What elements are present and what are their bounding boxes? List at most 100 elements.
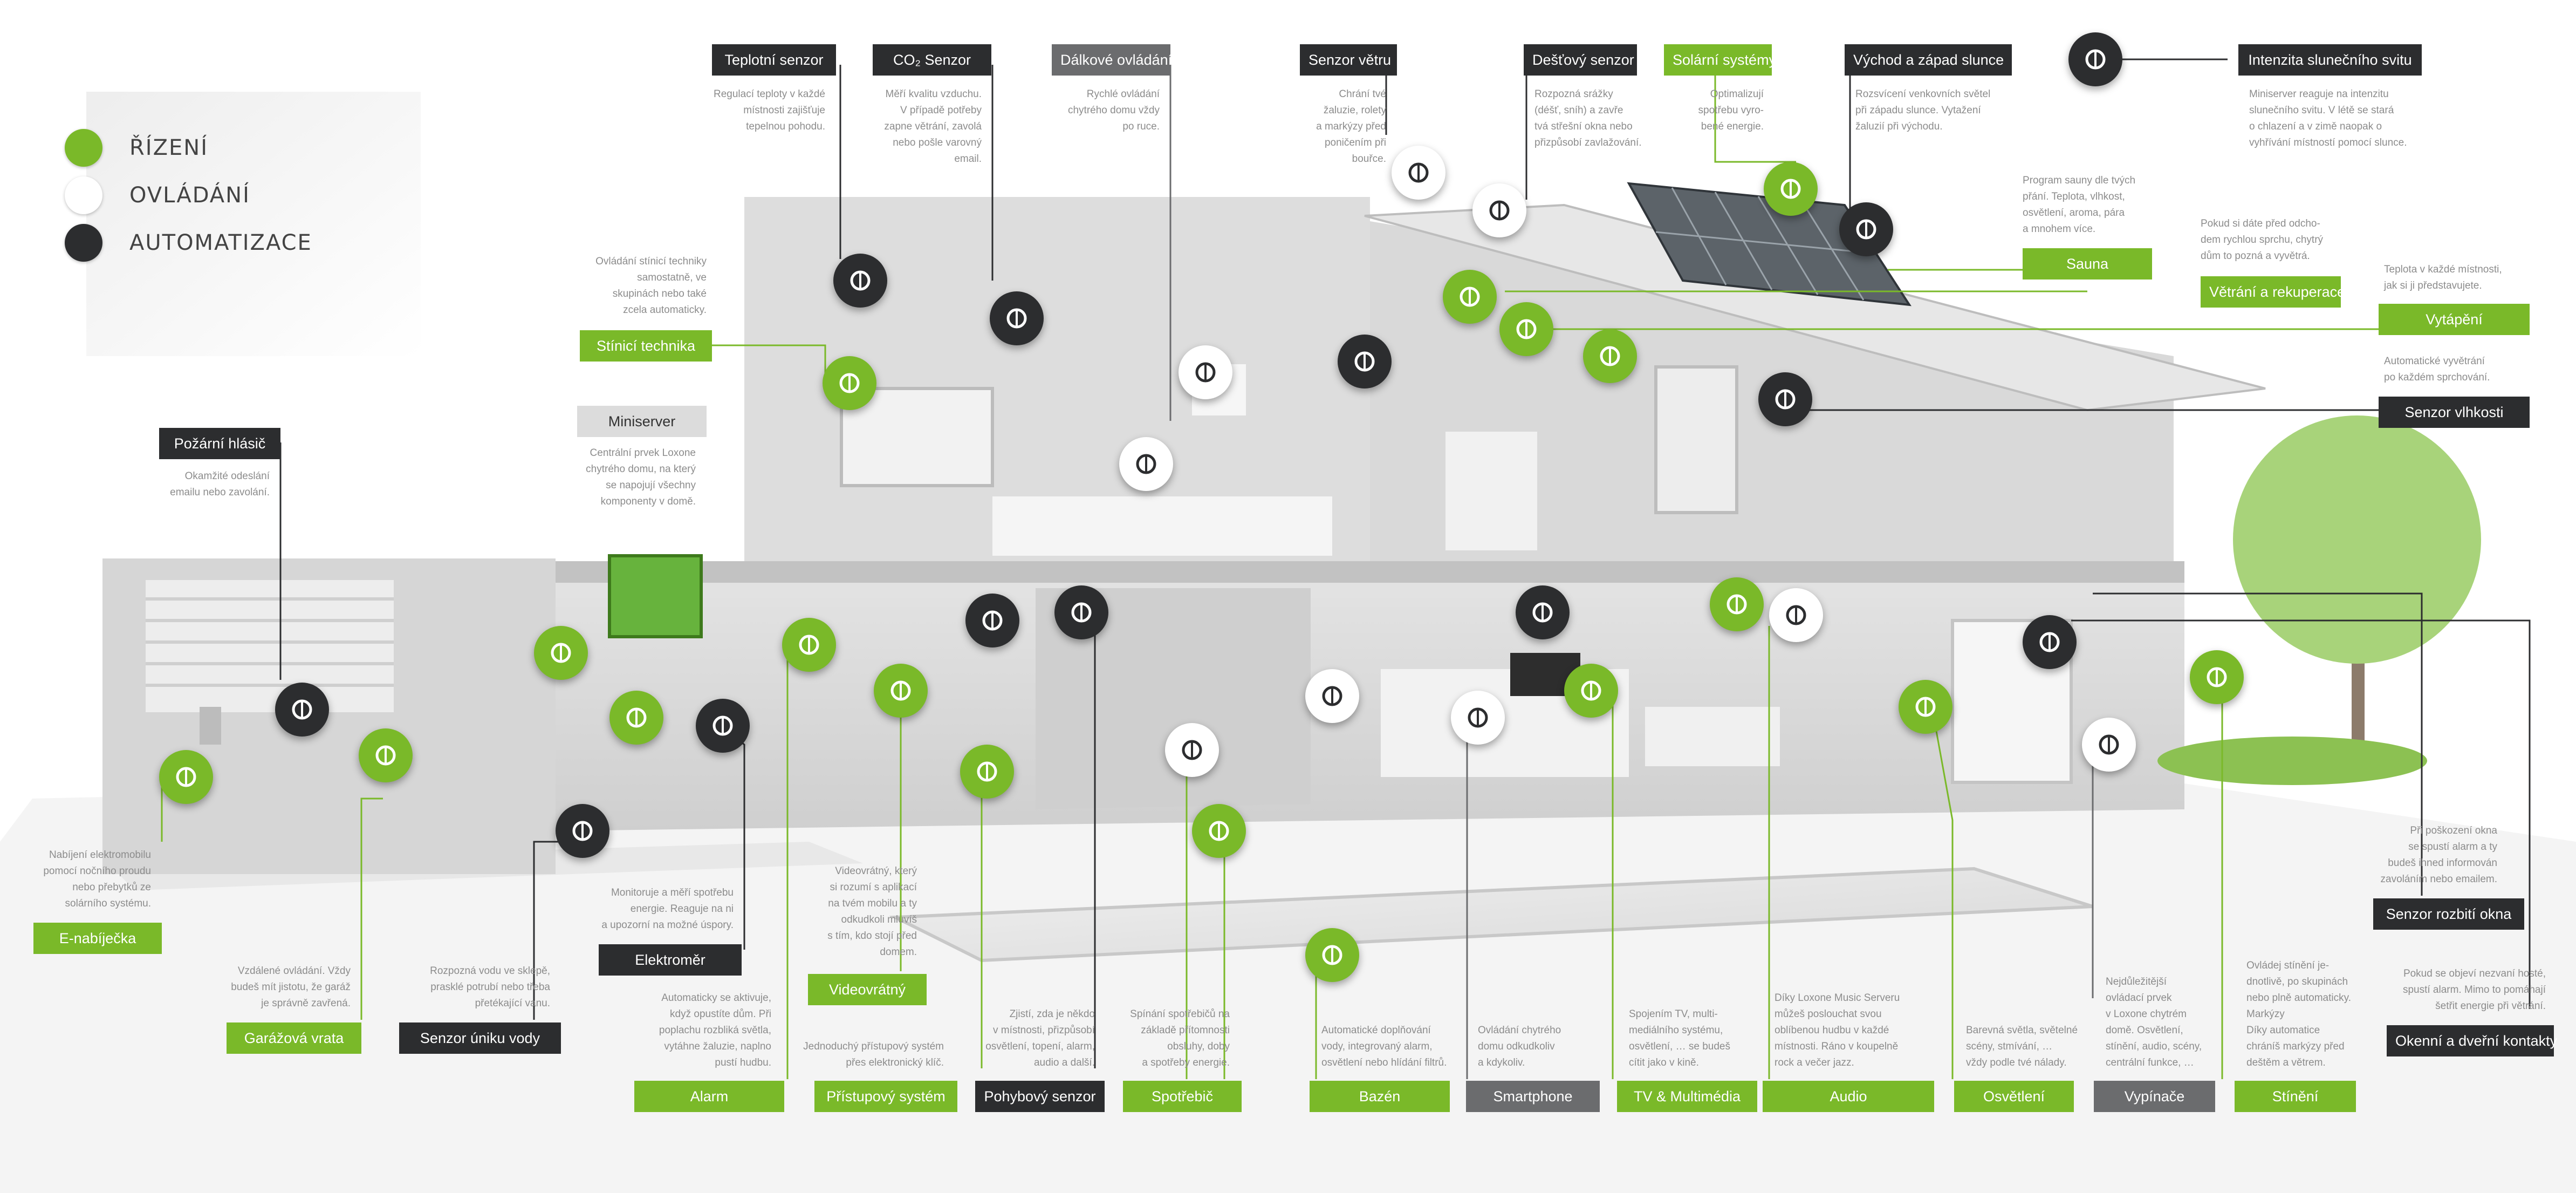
radiator-icon xyxy=(1583,329,1637,383)
label-spotrebic: Spotřebič xyxy=(1123,1081,1242,1112)
ventilation-icon xyxy=(1499,302,1553,356)
desc-osvetleni: Barevná světla, světelné scény, stmívání… xyxy=(1966,1025,2078,1068)
label-solarni-systemy: Solární systémy xyxy=(1664,44,1776,76)
label-vytapeni: Vytápění xyxy=(2379,304,2530,335)
label-teplotni-senzor: Teplotní senzor xyxy=(712,44,836,76)
desc-smartphone: Ovládání chytrého domu odkudkoliv a kdyk… xyxy=(1478,1025,1561,1068)
desc-spotrebic: Spínání spotřebičů na základě přítomnost… xyxy=(1130,1008,1230,1068)
fan-icon xyxy=(1179,345,1232,399)
ventilation-left-icon xyxy=(609,691,663,745)
label-sauna: Sauna xyxy=(2023,248,2152,279)
desc-senzor-rozbiti-okna: Při poškození okna se spustí alarm a ty … xyxy=(2380,825,2498,885)
humidity-icon xyxy=(1758,372,1812,426)
pool-icon xyxy=(1305,669,1359,723)
label-garazova-vrata: Garážová vrata xyxy=(227,1022,361,1054)
tree-crown xyxy=(2233,415,2481,664)
label-pohybovy-senzor: Pohybový senzor xyxy=(975,1081,1105,1112)
label-senzor-uniku-vody: Senzor úniku vody xyxy=(399,1022,561,1054)
label-stinici-technika: Stínicí technika xyxy=(580,330,712,362)
desc-dalkove-ovladani: Rychlé ovládání chytrého domu vždy po ru… xyxy=(1067,88,1160,132)
music-note-icon xyxy=(1769,588,1823,642)
shower xyxy=(1445,432,1537,550)
desc-garazova-vrata: Vzdálené ovládání. Vždy budeš mít jistot… xyxy=(231,965,351,1009)
phone-icon xyxy=(1451,691,1505,745)
label-destovy-senzor: Dešťový senzor xyxy=(1524,44,1637,76)
label-elektromer: Elektroměr xyxy=(599,944,742,976)
legend-dot-green xyxy=(65,129,102,167)
label-stineni: Stínění xyxy=(2235,1081,2356,1112)
blinds-icon xyxy=(823,356,876,410)
label-pozarni-hlasic: Požární hlásič xyxy=(159,428,280,459)
door-contact-icon xyxy=(965,594,1019,647)
legend-dot-white xyxy=(65,176,102,214)
legend-item-ovladani: OVLÁDÁNÍ xyxy=(65,172,312,219)
desc-teplotni-senzor: Regulací teploty v každé místnosti zajiš… xyxy=(713,88,825,132)
key-icon xyxy=(960,745,1014,799)
water-drop-icon xyxy=(556,804,609,858)
desc-audio: Díky Loxone Music Serveru můžeš poslouch… xyxy=(1775,992,1900,1068)
desc-elektromer: Monitoruje a měří spotřebu energie. Reag… xyxy=(601,887,734,931)
radiator-left-icon xyxy=(534,626,588,680)
desc-miniserver: Centrální prvek Loxone chytrého domu, na… xyxy=(586,447,696,507)
label-vychod-zapad-slunce: Východ a západ slunce xyxy=(1845,44,2012,76)
label-okenni-dverni-kontakty: Okenní a dveřní kontakty xyxy=(2387,1025,2557,1056)
desc-okenni-dverni-kontakty: Pokud se objeví nezvaní hosté, spustí al… xyxy=(2402,968,2546,1012)
desc-vytapeni: Teplota v každé místnosti, jak si ji pře… xyxy=(2384,264,2502,291)
legend-item-rizeni: ŘÍZENÍ xyxy=(65,124,312,172)
light-bulb-icon xyxy=(2023,615,2077,669)
desc-vychod-zapad-slunce: Rozsvícení venkovních světel při západu … xyxy=(1855,88,1991,132)
label-smartphone: Smartphone xyxy=(1466,1081,1600,1112)
desc-alarm: Automaticky se aktivuje, když opustíte d… xyxy=(659,992,771,1068)
motion-sensor-icon xyxy=(1054,585,1108,639)
sofa xyxy=(1645,707,1780,766)
ev-charger-icon xyxy=(159,750,213,804)
label-intenzita-svitu: Intenzita slunečního svitu xyxy=(2238,44,2422,76)
garage-door-icon xyxy=(359,728,413,782)
desc-e-nabijecka: Nabíjení elektromobilu pomocí nočního pr… xyxy=(43,849,151,909)
door-contact-right-icon xyxy=(1564,664,1618,718)
legend-label: OVLÁDÁNÍ xyxy=(129,183,250,208)
desc-senzor-vetru: Chrání tvé žaluzie, rolety a markýzy pře… xyxy=(1316,88,1386,165)
desc-solarni-systemy: Optimalizují spotřebu vyro- bené energie… xyxy=(1698,88,1764,132)
desc-senzor-uniku-vody: Rozpozná vodu ve sklepě, prasklé potrubí… xyxy=(430,965,550,1009)
label-osvetleni: Osvětlení xyxy=(1954,1081,2074,1112)
electricity-meter-icon xyxy=(696,699,750,753)
legend-label: ŘÍZENÍ xyxy=(129,135,208,160)
desc-co2-senzor: Měří kvalitu vzduchu. V případě potřeby … xyxy=(884,88,982,165)
label-tv-multimedia: TV & Multimédia xyxy=(1617,1081,1757,1112)
desc-vetrani: Pokud si dáte před odcho- dem rychlou sp… xyxy=(2201,218,2324,262)
desc-stineni: Ovládej stínění je- dnotlivě, po skupiná… xyxy=(2246,960,2351,1068)
label-pristupovy-system: Přístupový systém xyxy=(814,1081,957,1112)
label-co2-senzor: CO₂ Senzor xyxy=(873,44,991,76)
desc-intenzita-svitu: Miniserver reaguje na intenzitu sluneční… xyxy=(2249,88,2407,148)
remote-control-icon xyxy=(1119,437,1173,491)
switch-right-icon xyxy=(2190,650,2244,704)
hallway xyxy=(1036,588,1311,809)
bed xyxy=(992,496,1332,556)
motion-sensor-right-icon xyxy=(1710,577,1764,631)
tablet-icon xyxy=(1516,585,1570,639)
intercom-icon xyxy=(874,664,928,718)
fire-icon xyxy=(1338,335,1392,388)
television xyxy=(1510,653,1580,696)
legend: ŘÍZENÍ OVLÁDÁNÍ AUTOMATIZACE xyxy=(65,124,312,267)
desc-videovratny: Videovrátný, který si rozumí s aplikací … xyxy=(827,865,917,958)
label-vypinace: Vypínače xyxy=(2094,1081,2215,1112)
window-contact-icon xyxy=(2082,718,2136,772)
desc-senzor-vlhkosti: Automatické vyvětrání po každém sprchová… xyxy=(2384,356,2490,383)
label-dalkove-ovladani: Dálkové ovládání xyxy=(1052,44,1172,76)
legend-dot-dark xyxy=(65,224,102,262)
label-senzor-vlhkosti: Senzor vlhkosti xyxy=(2379,397,2530,428)
tv-icon xyxy=(1899,680,1952,734)
desc-tv-multimedia: Spojením TV, multi- mediálního systému, … xyxy=(1629,1008,1730,1068)
miniserver-device xyxy=(608,554,703,638)
label-audio: Audio xyxy=(1763,1081,1934,1112)
smoke-fire-icon xyxy=(275,683,329,737)
switch-icon xyxy=(1192,804,1246,858)
label-vetrani-rekuperace: Větrání a rekuperace xyxy=(2201,276,2345,308)
hedge xyxy=(2157,737,2427,785)
plug-icon xyxy=(1305,928,1359,982)
door-contact-upper-icon xyxy=(1165,723,1219,777)
label-videovratny: Videovrátný xyxy=(808,974,927,1005)
